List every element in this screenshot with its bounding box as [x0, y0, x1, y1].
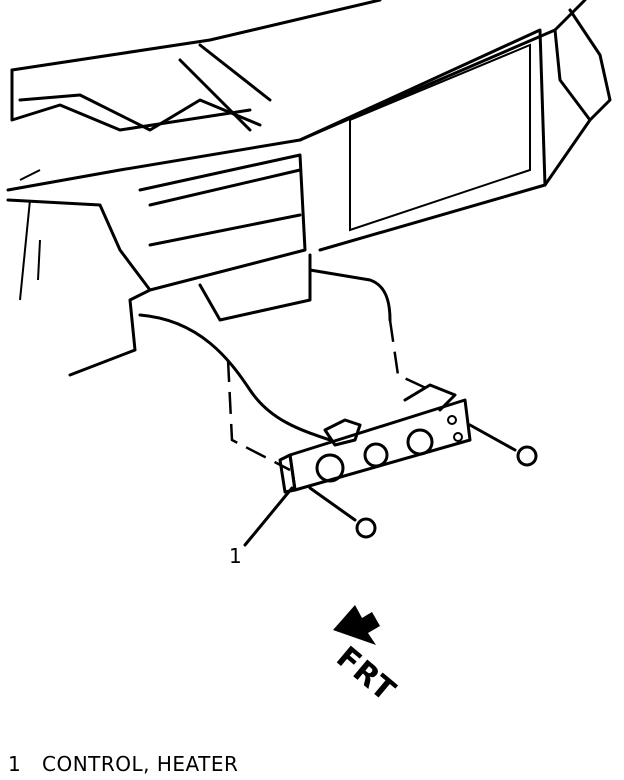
heater-control-diagram	[6, 0, 612, 645]
callout-number: 1	[229, 544, 242, 568]
heater-control	[278, 383, 472, 494]
front-arrow-icon	[333, 605, 380, 645]
instrument-panel	[6, 0, 612, 377]
legend-number: 1	[8, 752, 22, 776]
callout-leader	[243, 486, 294, 547]
legend-text: CONTROL, HEATER	[42, 752, 239, 776]
screw-right	[468, 423, 538, 467]
screw-left	[308, 486, 377, 539]
alignment-lines	[226, 319, 431, 472]
legend: 1 CONTROL, HEATER	[8, 752, 238, 776]
control-cables	[138, 268, 392, 442]
